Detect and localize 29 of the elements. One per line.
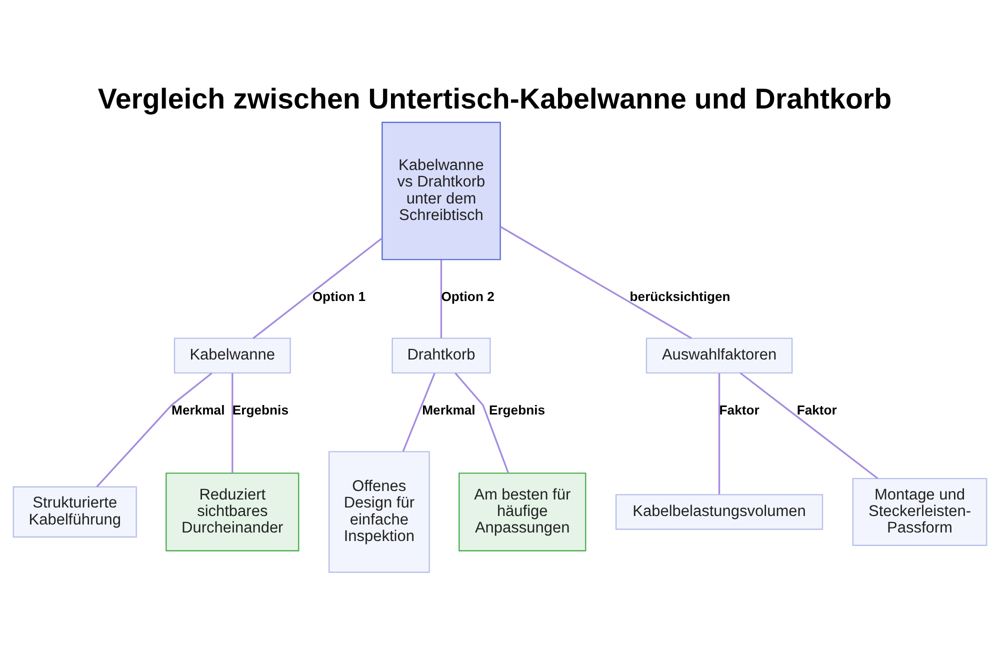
node-box: Drahtkorb bbox=[392, 337, 491, 374]
connector bbox=[96, 372, 212, 487]
node-box: Kabelwanne bbox=[174, 337, 291, 374]
node-box: Reduziert sichtbares Durcheinander bbox=[166, 472, 300, 551]
edge-label: Option 2 bbox=[441, 288, 494, 304]
node-box: Montage und Steckerleisten-Passform bbox=[852, 477, 988, 546]
node-box: Strukturierte Kabelführung bbox=[12, 486, 137, 538]
diagram-title: Vergleich zwischen Untertisch-Kabelwanne und Drahtkorb bbox=[98, 82, 892, 115]
edge-label: berücksichtigen bbox=[630, 288, 730, 304]
connector bbox=[718, 372, 720, 494]
node-box: Kabelwanne vs Drahtkorb unter dem Schreibtisch bbox=[382, 121, 501, 260]
edge-label: Ergebnis bbox=[232, 402, 288, 417]
edge-label: Faktor bbox=[719, 402, 760, 417]
node-box: Auswahlfaktoren bbox=[646, 337, 793, 374]
connector bbox=[440, 260, 442, 338]
node-box: Am besten für häufige Anpassungen bbox=[458, 472, 586, 551]
edge-label: Option 1 bbox=[312, 288, 366, 304]
connector bbox=[232, 372, 234, 473]
connector bbox=[402, 372, 436, 452]
connector bbox=[500, 226, 692, 338]
edge-label: Ergebnis bbox=[488, 402, 546, 417]
edge-label: Merkmal bbox=[172, 402, 225, 417]
edge-label: Merkmal bbox=[422, 402, 476, 417]
node-box: Offenes Design für einfache Inspektion bbox=[328, 450, 430, 572]
connector bbox=[740, 372, 878, 479]
node-box: Kabelbelastungsvolumen bbox=[615, 494, 824, 530]
connector bbox=[454, 372, 509, 472]
connector bbox=[252, 237, 382, 338]
edge-label: Faktor bbox=[796, 402, 837, 417]
